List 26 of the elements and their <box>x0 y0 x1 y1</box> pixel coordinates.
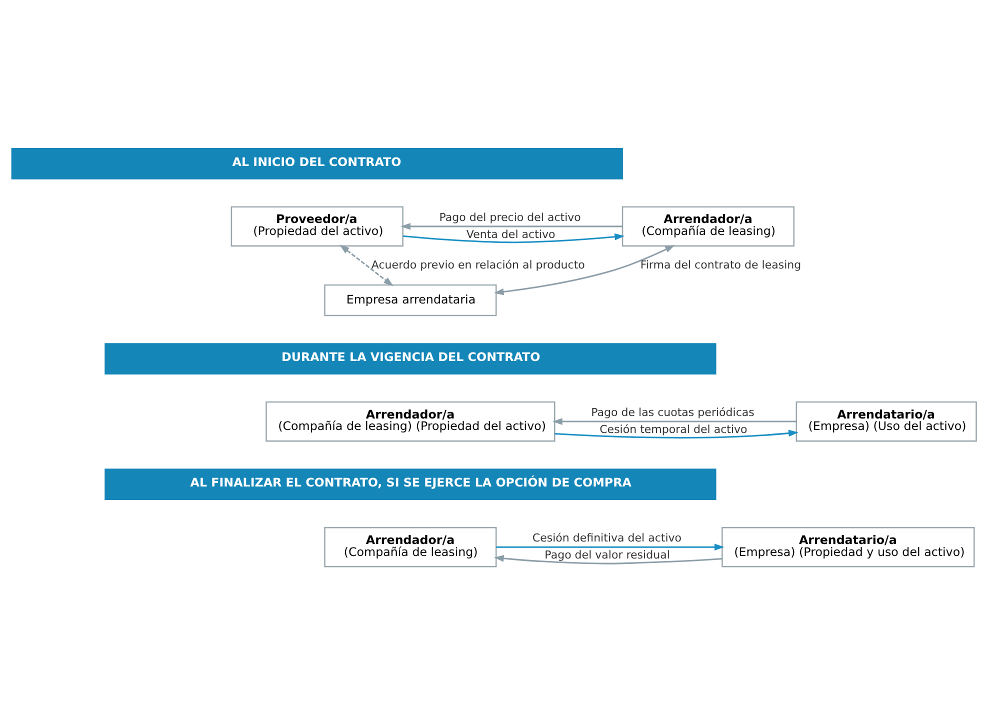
arrow <box>494 554 722 564</box>
arrow <box>340 244 394 286</box>
node-box: AL FINALIZAR EL CONTRATO, SI SE EJERCE LA OPCIÓN DE COMPRA <box>104 468 716 500</box>
node-box: Arrendatario/a (Empresa) (Uso del activo) <box>796 400 977 442</box>
arrow <box>400 222 622 230</box>
edge-label: Venta del activo <box>466 227 556 240</box>
edge-label: Firma del contrato de leasing <box>640 258 802 271</box>
node-box: AL INICIO DEL CONTRATO <box>11 147 623 179</box>
node-box: Arrendatario/a (Empresa) (Propiedad y uso del activo) <box>722 526 975 567</box>
edge-label: Pago de las cuotas periódicas <box>591 405 754 418</box>
node-box: Proveedor/a (Propiedad del activo) <box>230 206 404 246</box>
node-box: DURANTE LA VIGENCIA DEL CONTRATO <box>104 342 716 374</box>
arrow <box>552 418 796 424</box>
arrow <box>494 244 675 295</box>
arrow <box>554 429 798 438</box>
edge-label: Cesión definitiva del activo <box>532 530 682 544</box>
node-box: Arrendador/a (Compañía de leasing) <box>622 206 794 246</box>
node-box: Arrendador/a (Compañía de leasing) (Propiedad del activo) <box>266 400 556 442</box>
edge-label: Pago del valor residual <box>544 548 670 561</box>
edge-label: Pago del precio del activo <box>439 210 581 224</box>
arrow <box>496 543 724 550</box>
edge-label: Cesión temporal del activo <box>600 422 748 436</box>
arrow <box>403 232 625 243</box>
edge-label: Acuerdo previo en relación al producto <box>371 258 585 271</box>
node-box: Empresa arrendataria <box>324 284 497 316</box>
node-box: Arrendador/a (Compañía de leasing) <box>324 526 497 567</box>
